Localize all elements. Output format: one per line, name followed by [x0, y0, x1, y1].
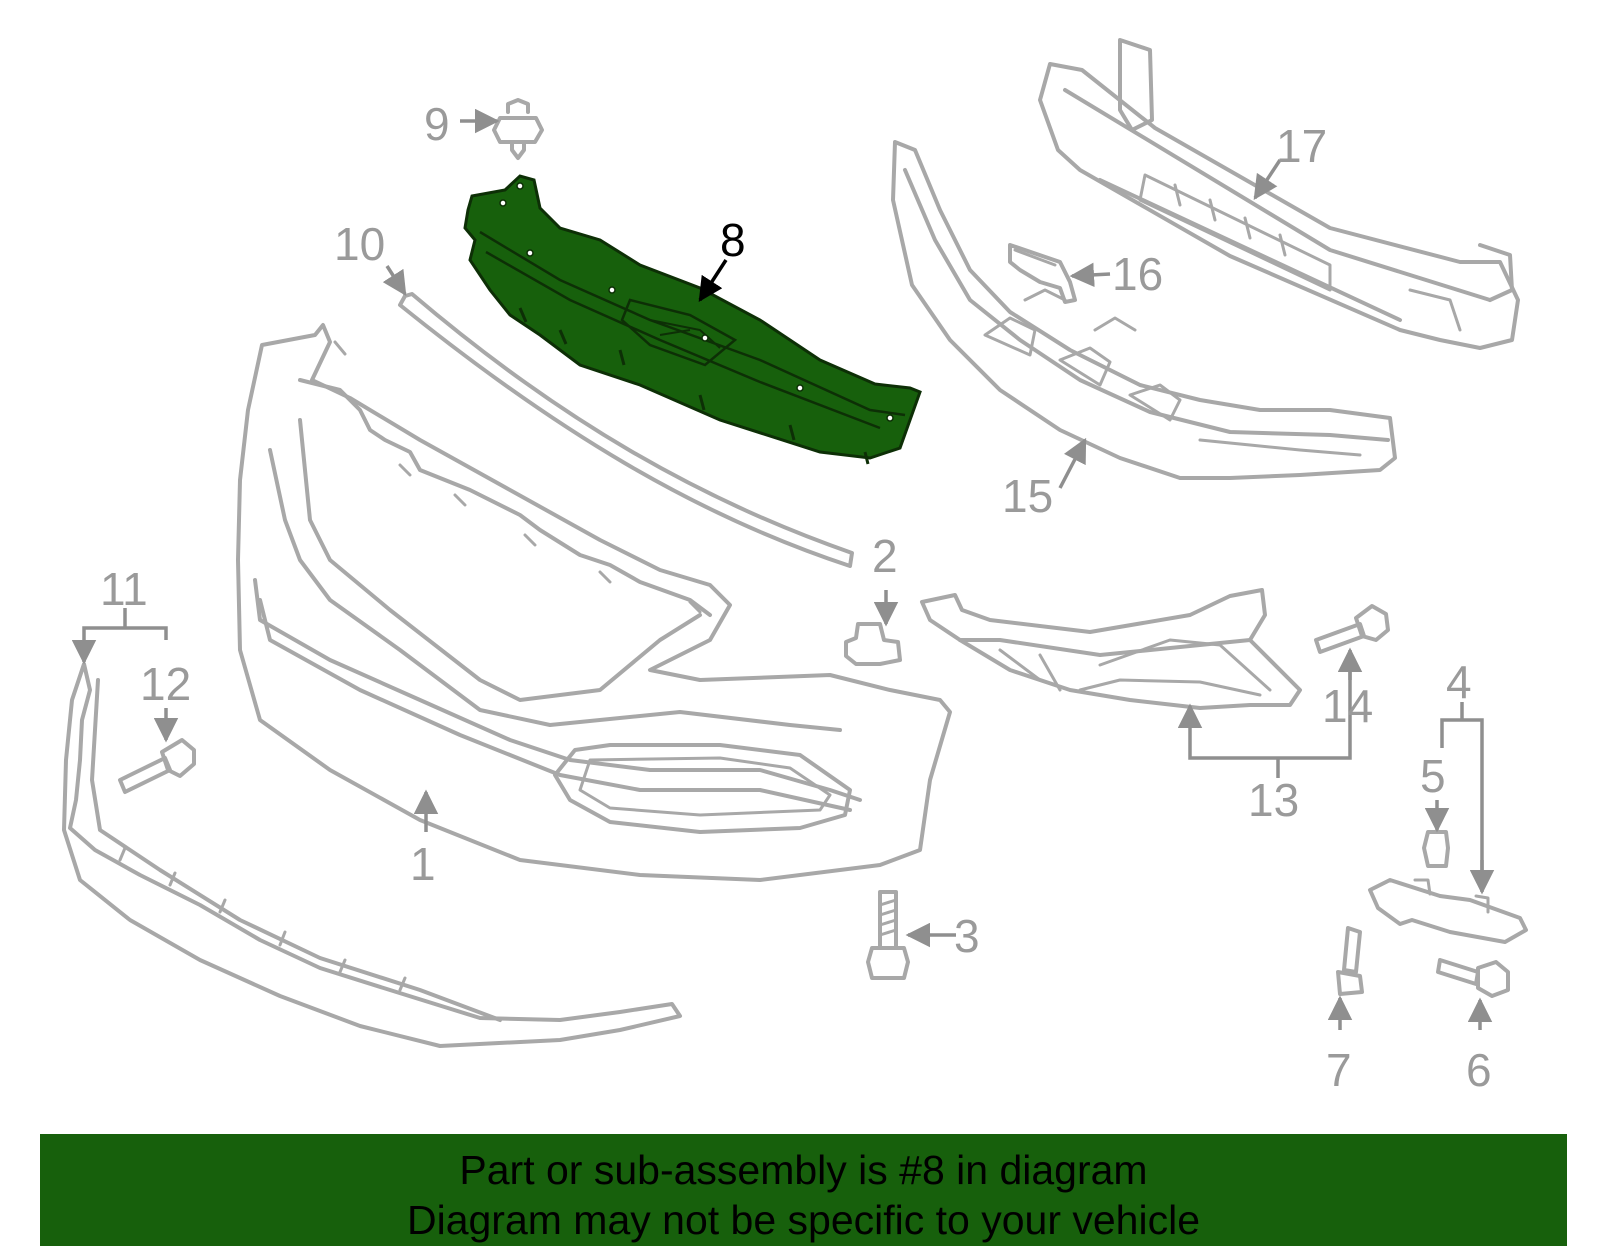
callout-2: 2 [872, 530, 898, 582]
callout-4: 4 [1446, 656, 1472, 708]
fastener-7-screw [1336, 926, 1364, 996]
part-8-highlighted [463, 174, 922, 465]
callout-13: 13 [1248, 774, 1299, 826]
banner-line-2: Diagram may not be specific to your vehi… [406, 1197, 1200, 1243]
callout-labels: 9 8 10 17 16 15 2 3 1 11 12 14 13 4 5 6 … [100, 98, 1492, 1096]
callout-10: 10 [334, 218, 385, 270]
part-15-energy-absorber [891, 140, 1397, 480]
callout-8: 8 [720, 214, 746, 266]
callout-1: 1 [410, 838, 436, 890]
callout-11: 11 [100, 563, 148, 615]
info-banner: Part or sub-assembly is #8 in diagram Di… [40, 1134, 1567, 1246]
callout-9: 9 [424, 98, 450, 150]
part-16-bracket [1008, 243, 1077, 304]
callout-5: 5 [1420, 750, 1446, 802]
part-17-reinforcement-beam [1038, 38, 1520, 350]
fastener-5-nut [1422, 830, 1450, 868]
part-13-lamp-bracket [920, 588, 1302, 710]
callout-16: 16 [1112, 248, 1163, 300]
part-8-groove-lower [485, 250, 881, 430]
part-8-center-recess [620, 298, 738, 367]
callout-12: 12 [140, 658, 191, 710]
fastener-14-bolt [1314, 604, 1390, 654]
callout-15: 15 [1002, 470, 1053, 522]
banner-line-1: Part or sub-assembly is #8 in diagram [459, 1147, 1148, 1193]
fastener-9-clip [492, 98, 544, 160]
part-8-tabs [518, 307, 870, 465]
fastener-6-bolt [1436, 958, 1510, 998]
part-1-bumper-cover [236, 323, 952, 882]
part-8-recess-detail [649, 319, 721, 349]
callout-17: 17 [1276, 120, 1327, 172]
fastener-2-nut [844, 622, 902, 666]
part-11-lower-trim [62, 662, 682, 1048]
fastener-3-bolt [866, 890, 910, 980]
part-10-molding-strip [398, 292, 854, 568]
fastener-12-bolt [118, 738, 196, 794]
fastener-4-bracket [1368, 878, 1528, 944]
part-8-holes [499, 182, 894, 422]
leader-lines [71, 108, 1495, 1030]
callout-6: 6 [1466, 1044, 1492, 1096]
callout-7: 7 [1326, 1044, 1352, 1096]
callout-3: 3 [954, 910, 980, 962]
callout-14: 14 [1322, 680, 1373, 732]
